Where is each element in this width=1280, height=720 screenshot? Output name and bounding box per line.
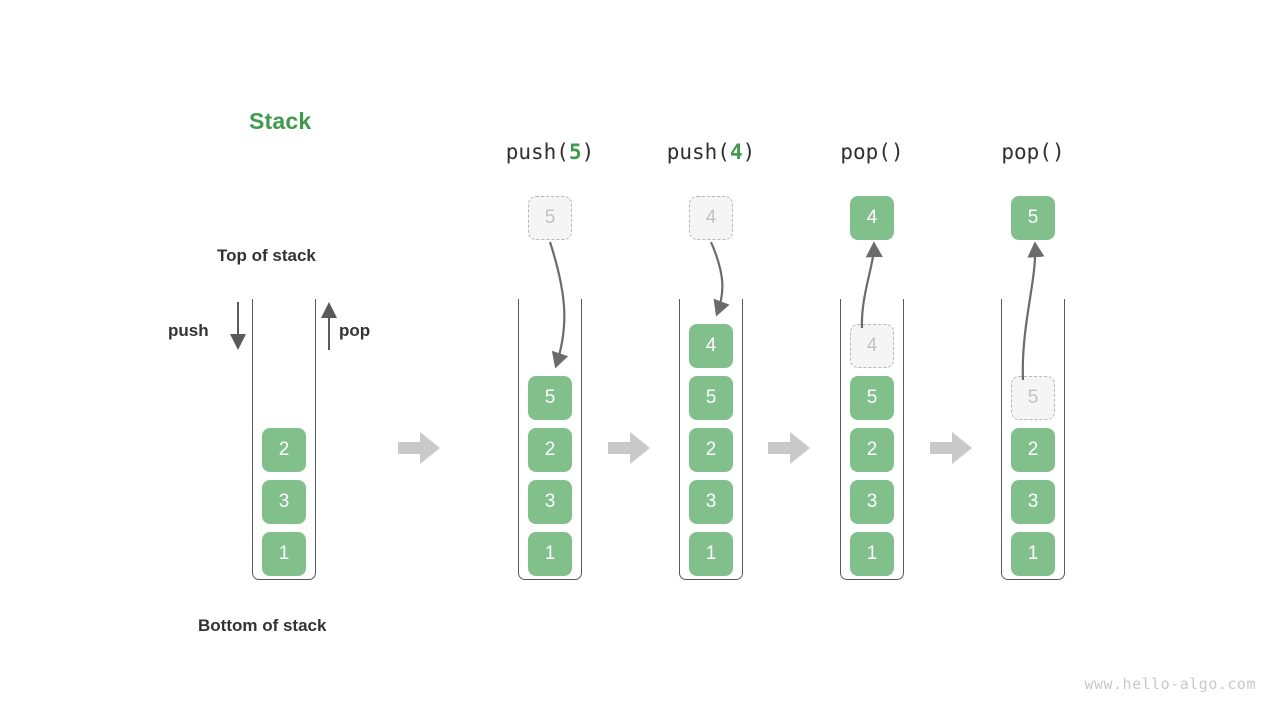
operation-name: pop( (840, 140, 891, 164)
stack-cell: 1 (850, 532, 894, 576)
operation-name: push( (666, 140, 730, 164)
stack-cell: 5 (528, 376, 572, 420)
stack-cell: 3 (850, 480, 894, 524)
pop-label: pop (339, 321, 371, 340)
stack-cell: 3 (689, 480, 733, 524)
operation-paren: ) (1051, 140, 1065, 164)
stack-cell: 1 (262, 532, 306, 576)
top-of-stack-label: Top of stack (217, 246, 316, 265)
floating-cell-pop-5: 5 (1011, 196, 1055, 240)
stack-cell: 2 (528, 428, 572, 472)
operation-title-push-4: push(4) (611, 140, 811, 164)
operation-title-pop-5: pop() (933, 140, 1133, 164)
stack-cell: 1 (1011, 532, 1055, 576)
stack-cell: 2 (1011, 428, 1055, 472)
stack-cell: 4 (850, 324, 894, 368)
stack-cell: 2 (850, 428, 894, 472)
floating-cell-pop-4: 4 (850, 196, 894, 240)
stack-cell: 1 (689, 532, 733, 576)
stack-cell: 5 (689, 376, 733, 420)
operation-paren: ) (581, 140, 595, 164)
stack-cell: 4 (689, 324, 733, 368)
stack-container (1001, 299, 1065, 580)
page-title: Stack (249, 108, 312, 134)
stack-container (518, 299, 582, 580)
floating-cell-push-5: 5 (528, 196, 572, 240)
operation-paren: ) (890, 140, 904, 164)
stack-cell: 2 (262, 428, 306, 472)
push-label: push (168, 321, 209, 340)
operation-title-pop-4: pop() (772, 140, 972, 164)
flow-arrow-icon (608, 432, 650, 464)
stack-cell: 3 (262, 480, 306, 524)
flow-arrow-icon (398, 432, 440, 464)
operation-paren: ) (742, 140, 756, 164)
operation-title-push-5: push(5) (450, 140, 650, 164)
stack-cell: 1 (528, 532, 572, 576)
stack-cell: 3 (1011, 480, 1055, 524)
operation-name: push( (505, 140, 569, 164)
watermark: www.hello-algo.com (1084, 675, 1256, 693)
stack-container (252, 299, 316, 580)
stack-cell: 3 (528, 480, 572, 524)
flow-arrow-icon (768, 432, 810, 464)
floating-cell-push-4: 4 (689, 196, 733, 240)
operation-argument: 4 (729, 140, 743, 164)
operation-argument: 5 (568, 140, 582, 164)
stack-container (679, 299, 743, 580)
stack-cell: 5 (850, 376, 894, 420)
stack-cell: 5 (1011, 376, 1055, 420)
stack-cell: 2 (689, 428, 733, 472)
flow-arrow-icon (930, 432, 972, 464)
bottom-of-stack-label: Bottom of stack (198, 616, 327, 635)
stack-container (840, 299, 904, 580)
operation-name: pop( (1001, 140, 1052, 164)
